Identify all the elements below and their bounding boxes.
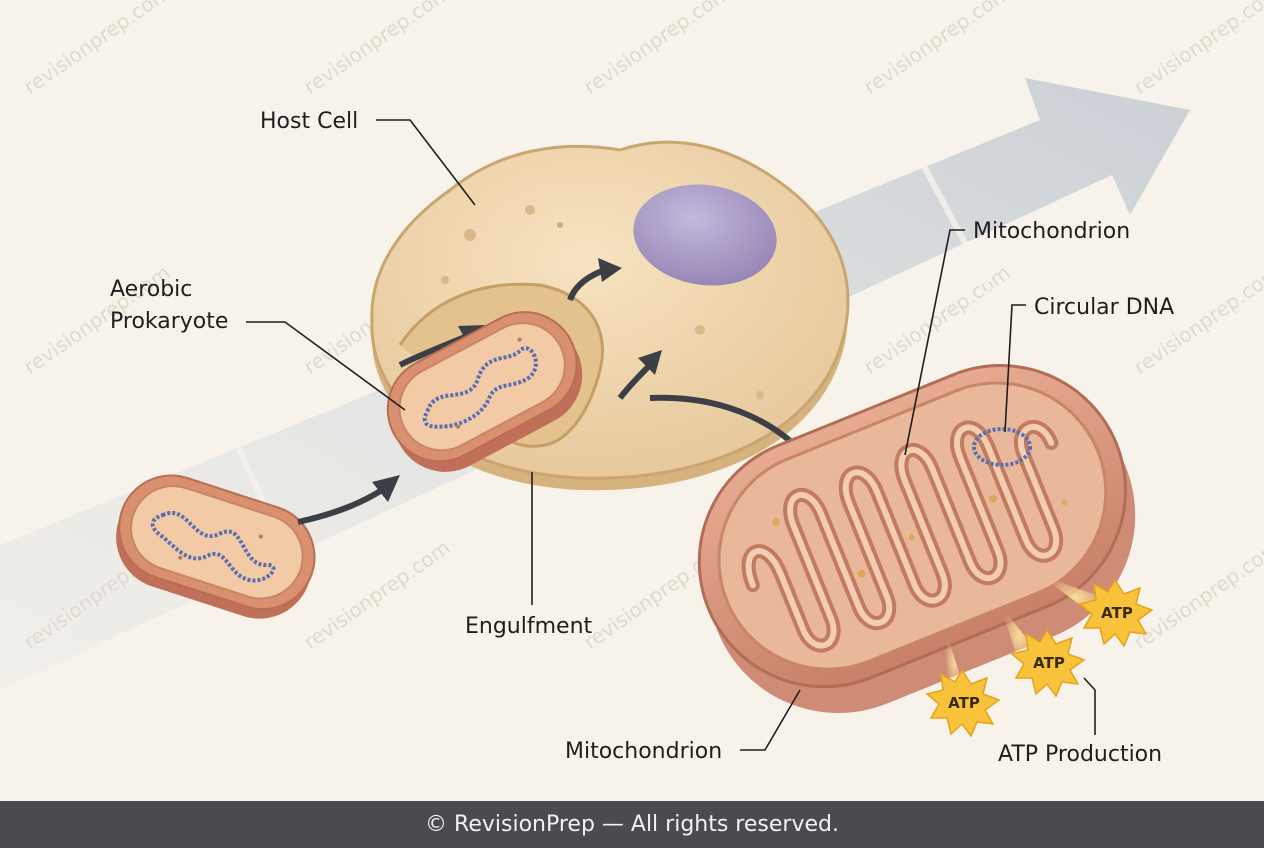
watermark: revisionprep.com	[1129, 535, 1264, 654]
label-engulfment: Engulfment	[465, 614, 593, 639]
watermark: revisionprep.com	[299, 535, 454, 654]
copyright-text: © RevisionPrep — All rights reserved.	[425, 812, 839, 837]
watermark: revisionprep.com	[579, 0, 734, 99]
label-atp-production: ATP Production	[998, 742, 1162, 767]
arrowhead-icon	[372, 475, 400, 502]
curved-arrow-icon	[617, 362, 653, 400]
watermark: revisionprep.com	[299, 0, 454, 99]
arrowhead-icon	[638, 350, 662, 375]
atp-burst: ATP	[1000, 605, 1086, 698]
watermark: revisionprep.com	[859, 0, 1014, 99]
label-aerobic-prokaryote-line1: Aerobic	[110, 277, 192, 302]
nucleus	[633, 184, 777, 286]
leader-lines	[246, 119, 1096, 751]
label-mitochondrion-top: Mitochondrion	[973, 219, 1130, 244]
watermark: revisionprep.com	[19, 0, 174, 99]
atp-label: ATP	[948, 694, 980, 712]
label-mitochondrion-bottom: Mitochondrion	[565, 739, 722, 764]
atp-label: ATP	[1033, 654, 1065, 672]
label-host-cell: Host Cell	[260, 109, 358, 134]
atp-burst: ATP	[1040, 575, 1154, 648]
label-circular-dna: Circular DNA	[1034, 295, 1174, 320]
curved-arrow-icon	[297, 485, 387, 525]
footer-bar: © RevisionPrep — All rights reserved.	[0, 801, 1264, 848]
label-aerobic-prokaryote-line2: Prokaryote	[110, 309, 228, 334]
prokaryote-dna	[150, 511, 276, 583]
engulfed-prokaryote	[386, 311, 583, 472]
prokaryote-dna	[422, 346, 538, 429]
arrowhead-icon	[598, 258, 622, 282]
watermark: revisionprep.com	[1129, 0, 1264, 99]
mitochondrion	[697, 364, 1136, 713]
atp-label: ATP	[1101, 604, 1133, 622]
circular-dna-icon	[972, 427, 1032, 467]
atp-burst: ATP	[925, 630, 1001, 738]
endosymbiosis-diagram: revisionprep.com revisionprep.com revisi…	[0, 0, 1264, 767]
free-prokaryote	[116, 474, 316, 619]
